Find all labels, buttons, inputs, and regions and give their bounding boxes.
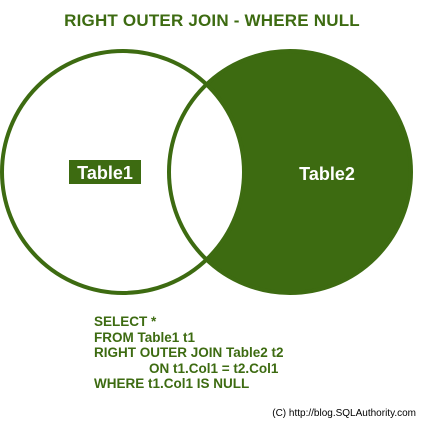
sql-line-from: FROM Table1 t1 [94,329,196,345]
table1-label-box [69,160,141,184]
diagram-title: RIGHT OUTER JOIN - WHERE NULL [64,11,360,30]
sql-line-on: ON t1.Col1 = t2.Col1 [149,360,279,376]
left-circle-outline [0,49,246,295]
table1-label: Table1 [77,163,133,183]
table2-label: Table2 [299,164,355,184]
right-circle-outline [167,49,413,295]
sql-line-where: WHERE t1.Col1 IS NULL [94,376,250,391]
sql-query: SELECT * FROM Table1 t1 RIGHT OUTER JOIN… [94,314,284,392]
sql-line-select: SELECT * [94,314,157,329]
copyright-notice: (C) http://blog.SQLAuthority.com [272,408,416,419]
sql-line-join: RIGHT OUTER JOIN Table2 t2 [94,345,284,360]
